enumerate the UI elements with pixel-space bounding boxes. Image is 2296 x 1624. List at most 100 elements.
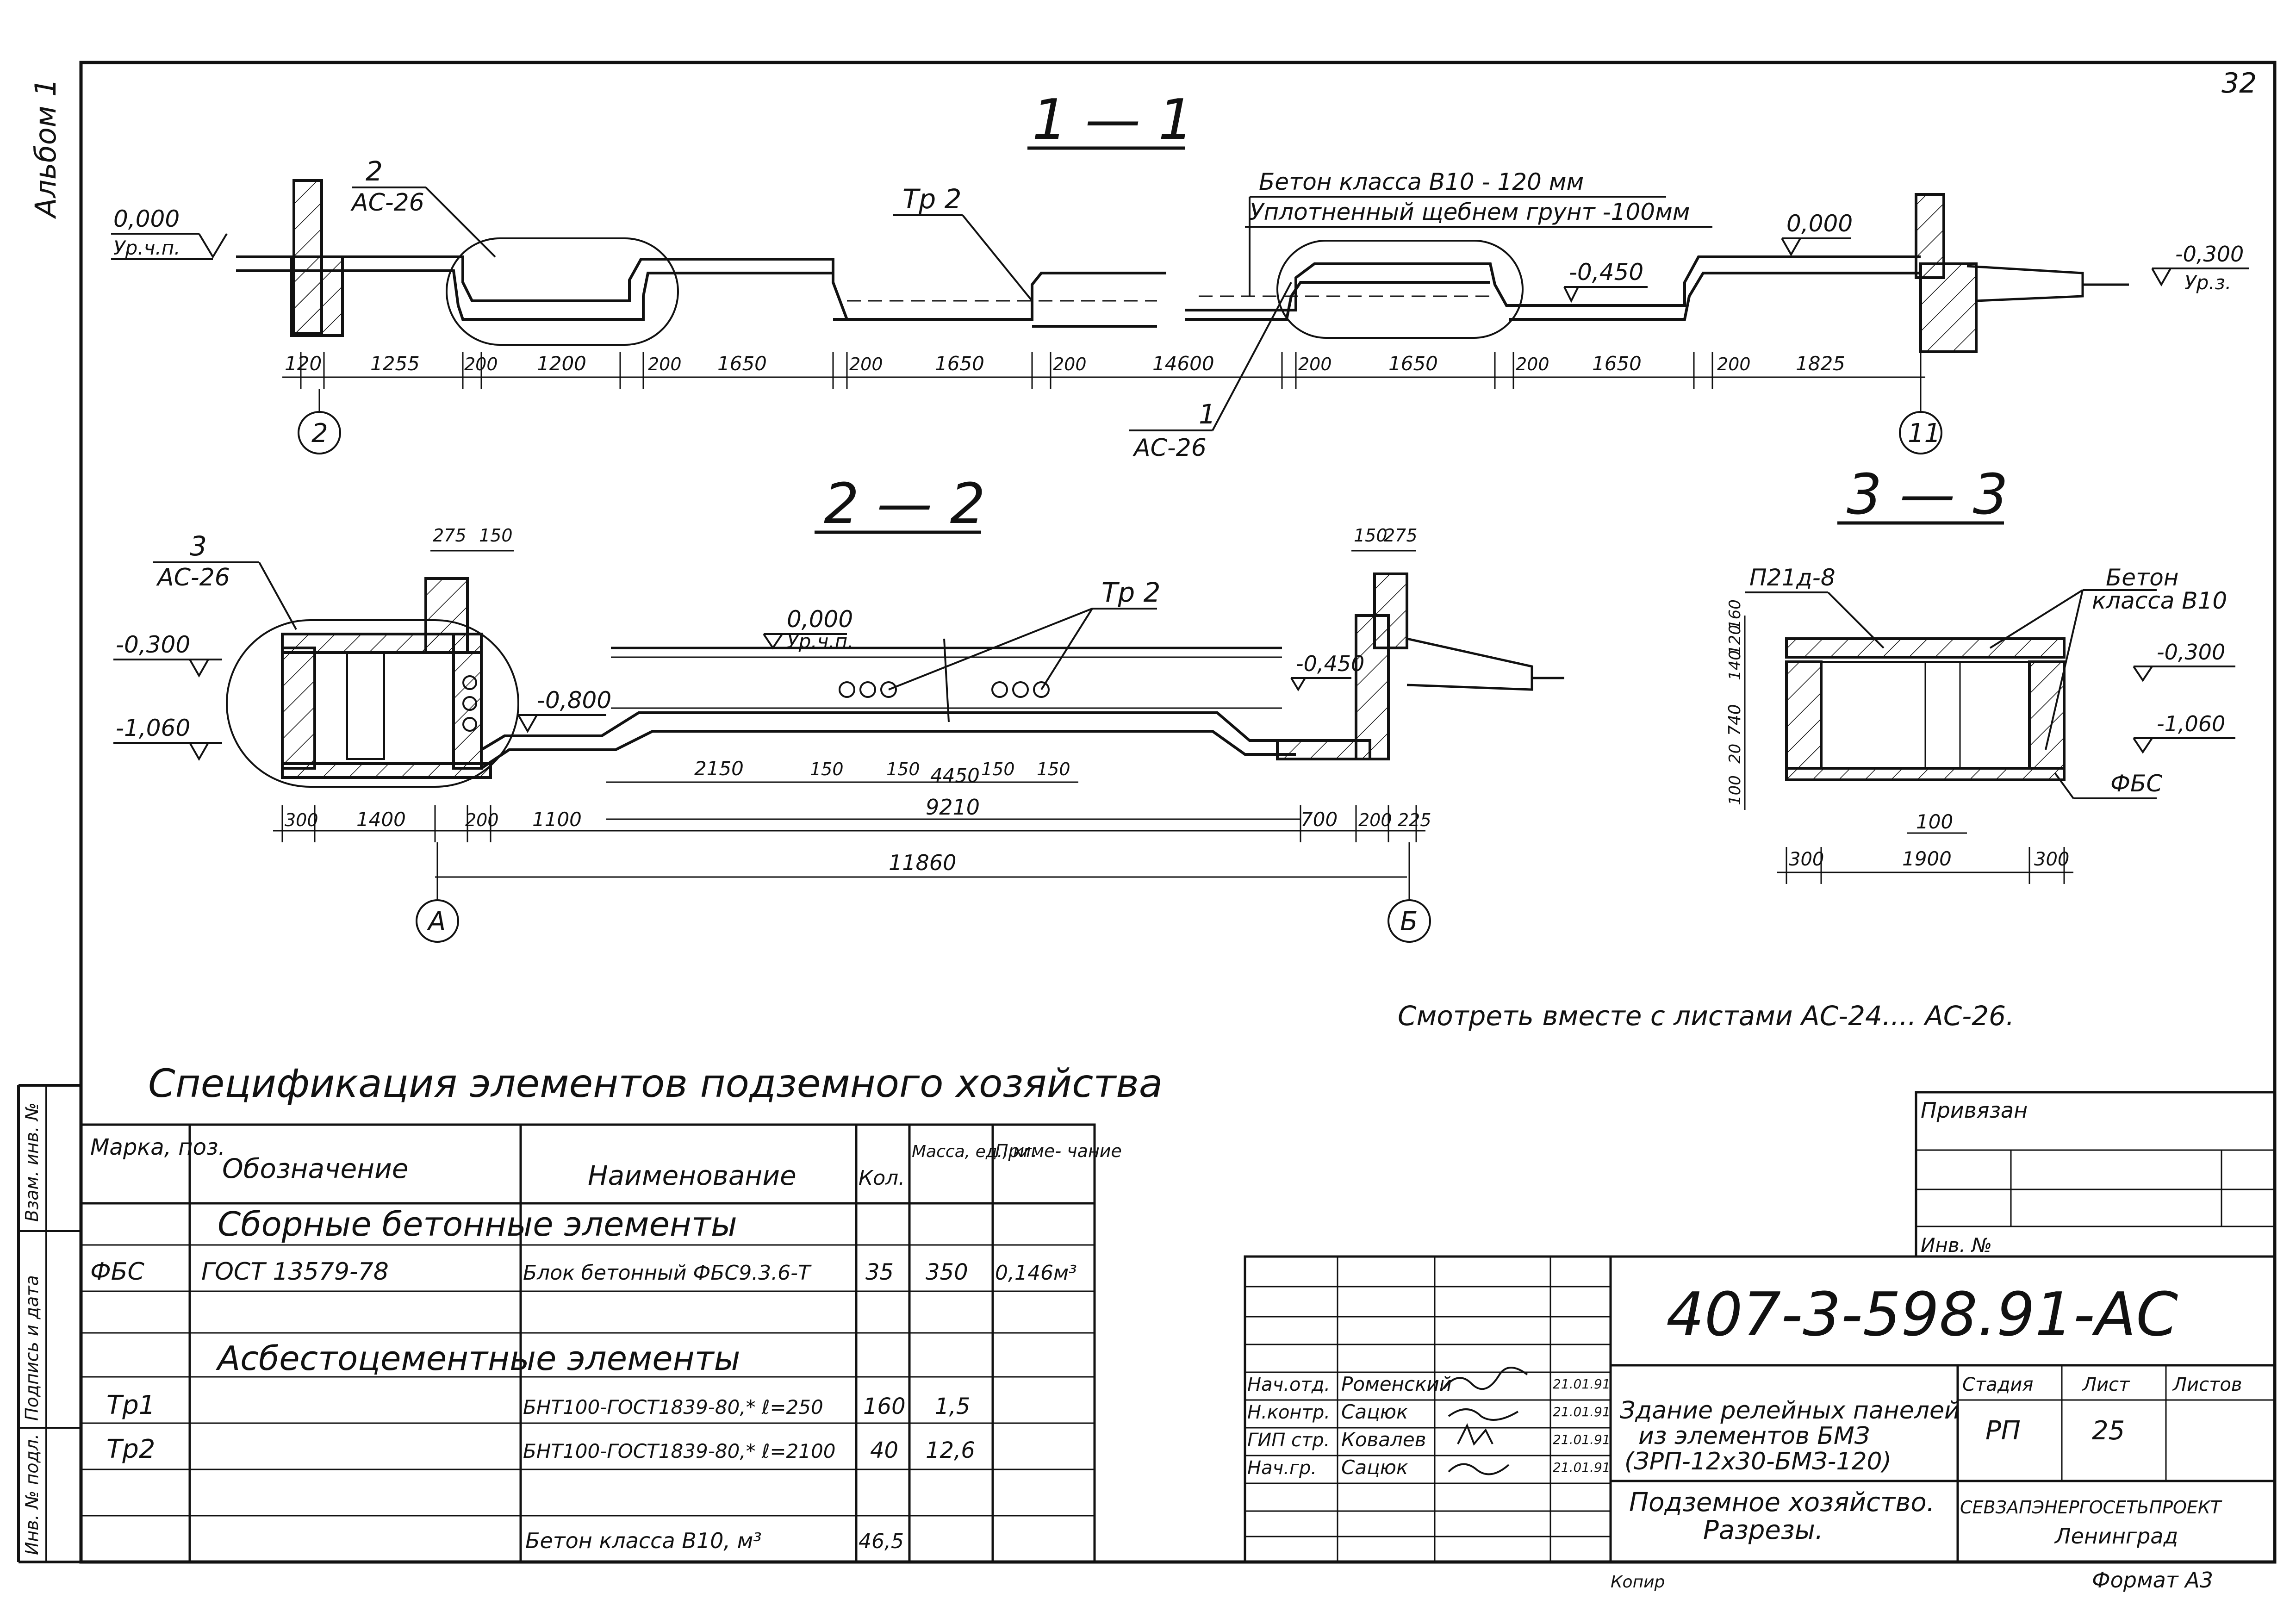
- spec-row-2-mass: 12,6: [926, 1437, 975, 1463]
- date-3: 21.01.91: [1553, 1460, 1611, 1475]
- date-2: 21.01.91: [1553, 1432, 1611, 1447]
- spec-row-3-qty: 46,5: [859, 1530, 904, 1553]
- section-1-1-title: 1 — 1: [1032, 88, 1194, 152]
- s22-bot-dim-300: 300: [285, 810, 318, 830]
- s11-dim-1650c: 1650: [1388, 352, 1438, 375]
- s22-level-m0800: -0,800: [537, 687, 611, 714]
- s11-dim-200f: 200: [1516, 354, 1549, 374]
- stage-label: Стадия: [1962, 1374, 2033, 1395]
- spec-row-2-name: БНТ100-ГОСТ1839-80,* ℓ=2100: [523, 1440, 835, 1462]
- s33-concrete-class: класса В10: [2092, 587, 2227, 614]
- s22-level-m0300: -0,300: [116, 631, 190, 658]
- spec-header-note: Приме- чание: [995, 1141, 1122, 1161]
- axis-11-label: 11: [1908, 418, 1941, 448]
- gravel-note: Уплотненный щебнем грунт -100мм: [1250, 199, 1690, 225]
- spec-header-mark: Марка, поз.: [90, 1134, 225, 1160]
- s22-level-m1060: -1,060: [116, 715, 190, 741]
- spec-row-0-qty: 35: [865, 1259, 894, 1285]
- level-0000-mid: 0,000: [1786, 210, 1853, 237]
- sheet-number: 32: [2221, 67, 2257, 100]
- s22-dim-150d: 150: [1037, 759, 1070, 779]
- callout-2-sheet: АС-26: [350, 189, 424, 217]
- spec-title: Спецификация элементов подземного хозяйс…: [148, 1061, 1163, 1106]
- spec-row-0-mark: ФБС: [90, 1258, 144, 1286]
- s33-slab: П21д-8: [1749, 564, 1836, 591]
- s33-dim-100: 100: [1916, 810, 1953, 833]
- s33-vdim-100: 100: [1726, 775, 1744, 805]
- spec-row-2-mark: Тр2: [106, 1434, 155, 1464]
- spec-group-2: Асбестоцементные элементы: [216, 1339, 740, 1378]
- signatures: [1443, 1367, 1528, 1475]
- axis-b-label: Б: [1400, 907, 1418, 937]
- s22-level-zero: 0,000: [787, 606, 853, 633]
- name-0: Роменский: [1341, 1373, 1452, 1395]
- concrete-note: Бетон класса В10 - 120 мм: [1259, 168, 1584, 195]
- role-1: Н.контр.: [1247, 1402, 1330, 1423]
- side-label-replaces: Взам. инв. №: [22, 1102, 42, 1222]
- spec-row-1-mass: 1,5: [935, 1394, 970, 1419]
- spec-header-doc: Обозначение: [222, 1153, 408, 1184]
- org-city: Ленинград: [2054, 1524, 2178, 1549]
- s22-bot-dim-1400: 1400: [356, 808, 406, 831]
- s33-bdim-300b: 300: [2034, 849, 2069, 870]
- sheet-title-line-1: Подземное хозяйство.: [1629, 1487, 1935, 1518]
- section-1-1: 1 — 1 2 АС-26 Тр 2 Бетон класса В10 - 12…: [111, 88, 2249, 462]
- role-0: Нач.отд.: [1247, 1374, 1330, 1395]
- s11-dim-200e: 200: [1298, 354, 1332, 374]
- s22-top-dim-275: 275: [433, 525, 467, 546]
- s11-dim-1650b: 1650: [935, 352, 984, 375]
- s22-bot-dim-200r: 200: [1358, 810, 1392, 830]
- level-m0300-right: -0,300: [2175, 242, 2244, 267]
- s33-vdim-160: 160: [1726, 599, 1744, 629]
- sheet-label: Лист: [2082, 1374, 2130, 1395]
- s33-fbs: ФБС: [2110, 770, 2162, 797]
- s33-level-m1060: -1,060: [2157, 711, 2225, 736]
- sheet-value: 25: [2092, 1416, 2125, 1446]
- privyazan-block: Привязан Инв. №: [1915, 1091, 2276, 1258]
- stage-value: РП: [1985, 1416, 2021, 1446]
- spec-row-1-name: БНТ100-ГОСТ1839-80,* ℓ=250: [523, 1396, 823, 1419]
- section-2-2: 2 — 2 3 АС-26 Тр 2: [113, 472, 1564, 943]
- spec-row-0-name: Блок бетонный ФБС9.3.6-Т: [523, 1261, 812, 1285]
- s11-dim-1650a: 1650: [717, 352, 767, 375]
- building-line-2: из элементов БМЗ: [1638, 1422, 1870, 1450]
- side-label-inventory: Инв. № подл.: [22, 1434, 42, 1555]
- date-1: 21.01.91: [1553, 1404, 1611, 1419]
- spec-row-1-qty: 160: [863, 1394, 906, 1419]
- section-3-3: 3 — 3 П21д-8 Бетон класса В10 -0,300 -1,…: [1725, 463, 2235, 884]
- building-line-1: Здание релейных панелей: [1620, 1397, 1960, 1425]
- s33-bdim-1900: 1900: [1902, 847, 1952, 870]
- privyazan-label: Привязан: [1921, 1098, 2028, 1123]
- name-3: Сацюк: [1341, 1456, 1408, 1479]
- spec-header-name: Наименование: [588, 1160, 796, 1191]
- s22-dim-150c: 150: [981, 759, 1015, 779]
- s33-vdim-140: 140: [1726, 650, 1744, 680]
- s11-dim-120: 120: [285, 352, 322, 375]
- s11-dim-1255: 1255: [370, 352, 420, 375]
- s22-dim-4450: 4450: [930, 764, 980, 787]
- s22-bot-dim-225: 225: [1398, 810, 1431, 830]
- level-0000-left-sub: Ур.ч.п.: [113, 236, 180, 259]
- s22-dim-total: 11860: [889, 850, 956, 875]
- side-label-signature: Подпись и дата: [22, 1275, 42, 1421]
- s33-vdim-120: 120: [1726, 625, 1744, 655]
- s11-dim-1825: 1825: [1796, 352, 1845, 375]
- name-2: Ковалев: [1341, 1428, 1426, 1451]
- level-m0450: -0,450: [1569, 259, 1643, 286]
- s22-level-zero-sub: Ур.ч.п.: [787, 630, 854, 653]
- sheet-title-line-2: Разрезы.: [1703, 1515, 1823, 1545]
- section-2-2-tp2: Тр 2: [1101, 577, 1161, 608]
- axis-a-label: А: [427, 907, 446, 937]
- format-label: Формат А3: [2092, 1568, 2213, 1593]
- spec-row-0-note: 0,146м³: [995, 1261, 1077, 1285]
- s22-top-dim-150r: 150: [1354, 525, 1388, 546]
- privyazan-inv: Инв. №: [1921, 1234, 1992, 1257]
- callout-3-sheet: АС-26: [156, 564, 230, 591]
- s33-concrete: Бетон: [2106, 564, 2178, 591]
- sheet-frame: Альбом 1 32 Взам. инв. № Подпись и дата …: [17, 61, 2277, 1564]
- s33-level-m0300: -0,300: [2157, 640, 2225, 665]
- s33-bdim-300a: 300: [1789, 849, 1824, 870]
- s11-dim-200g: 200: [1717, 354, 1751, 374]
- s11-dim-14600: 14600: [1152, 352, 1214, 375]
